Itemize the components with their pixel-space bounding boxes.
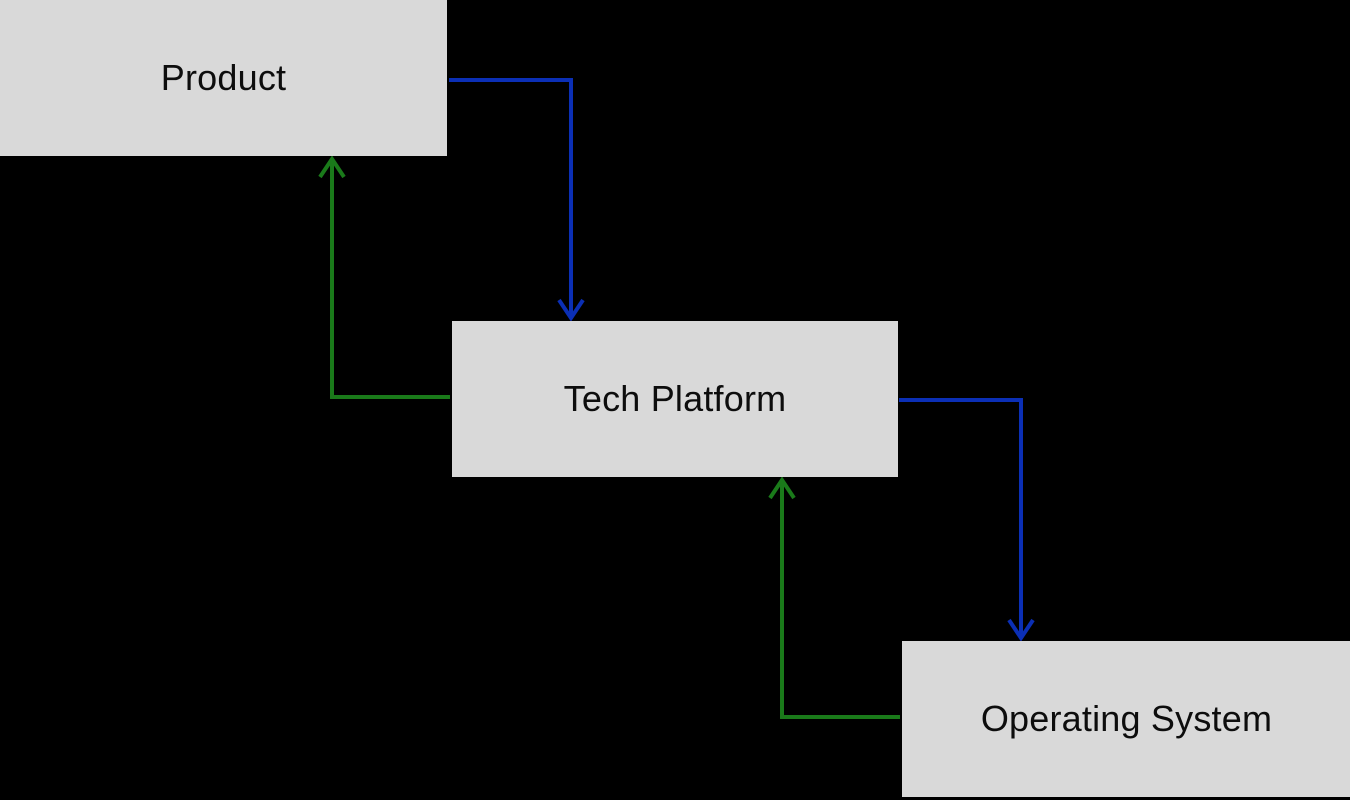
edge-os-to-platform-path (780, 481, 900, 719)
edge-platform-to-product (318, 155, 450, 399)
edge-os-to-platform-arrowhead-icon (768, 476, 796, 500)
edge-os-to-platform (768, 476, 900, 719)
node-operating-system-label: Operating System (980, 698, 1273, 739)
edge-platform-to-product-arrowhead-icon (318, 155, 346, 179)
edge-platform-to-os-arrowhead-icon (1007, 618, 1035, 642)
node-product[interactable]: Product (0, 0, 447, 156)
edge-product-to-platform-path (449, 78, 573, 317)
edge-platform-to-os (899, 398, 1035, 642)
node-tech-platform-label: Tech Platform (563, 378, 787, 419)
node-tech-platform[interactable]: Tech Platform (452, 321, 898, 477)
edge-product-to-platform-arrowhead-icon (557, 298, 585, 322)
node-operating-system[interactable]: Operating System (902, 641, 1350, 797)
node-product-label: Product (160, 57, 287, 98)
edge-platform-to-os-path (899, 398, 1023, 637)
edge-platform-to-product-path (330, 160, 450, 399)
edge-product-to-platform (449, 78, 585, 322)
